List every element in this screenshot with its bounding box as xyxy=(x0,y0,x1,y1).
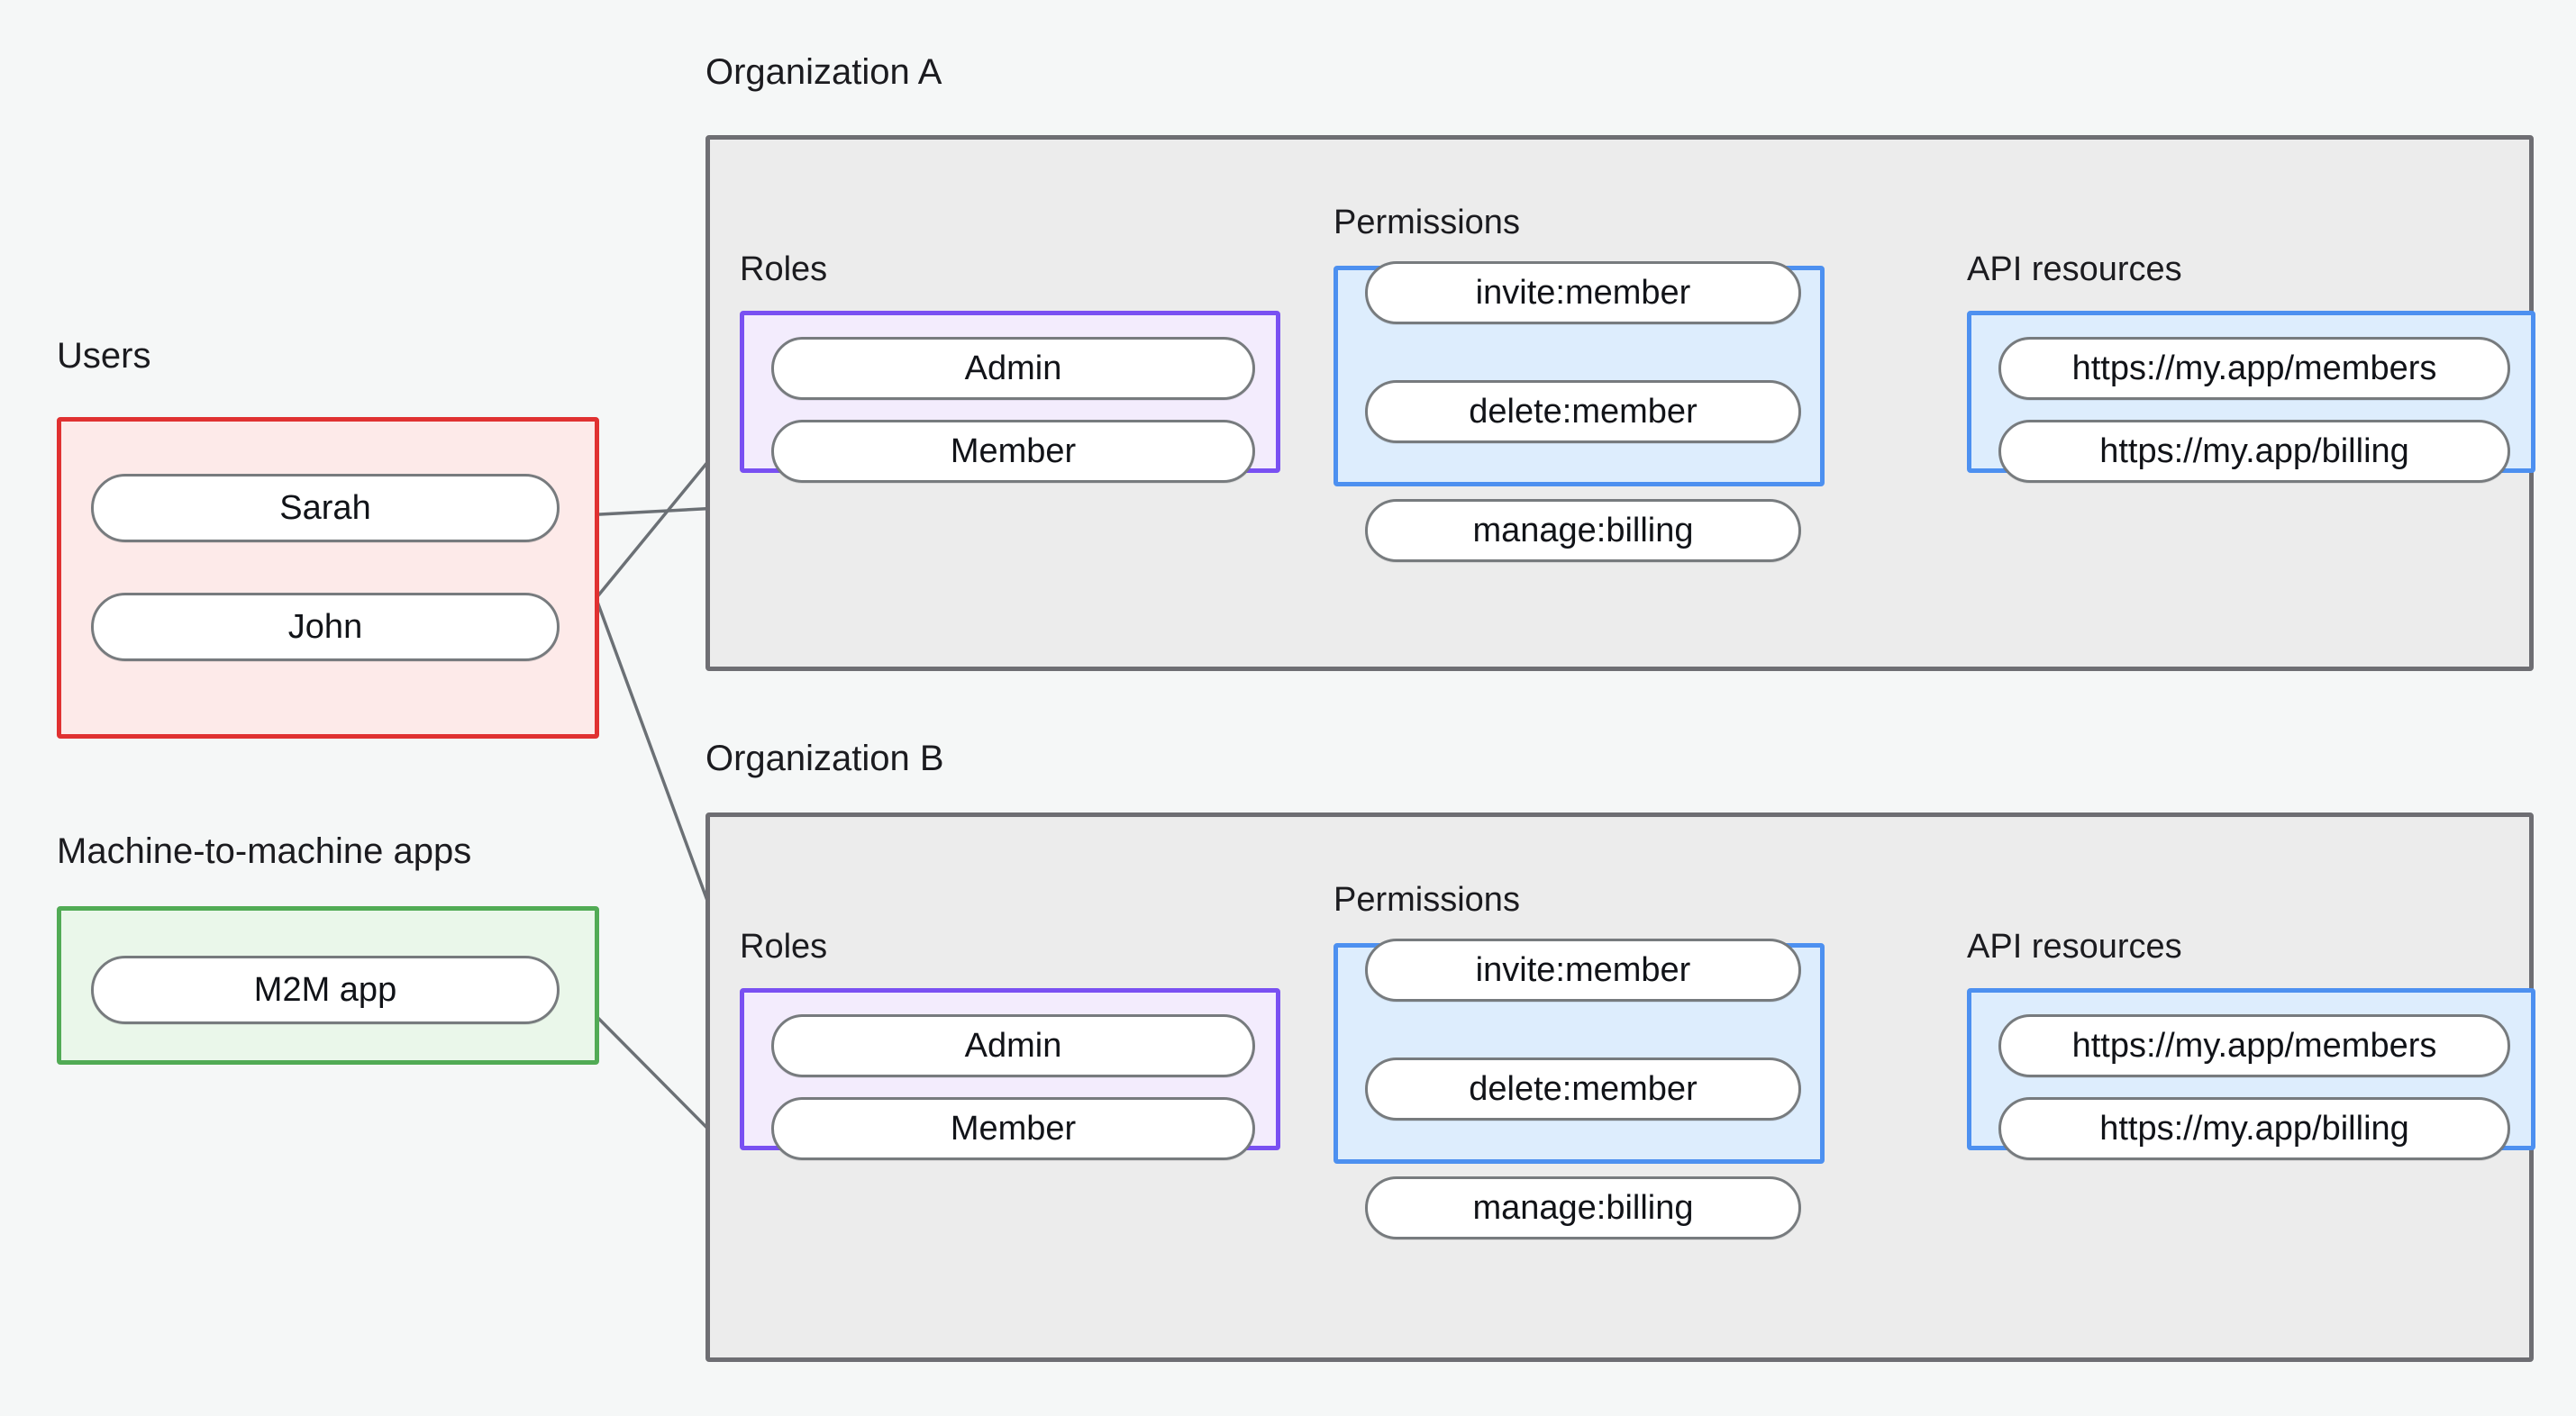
m2m-caption: Machine-to-machine apps xyxy=(57,831,472,871)
org-a-caption: Organization A xyxy=(705,52,942,92)
user-node-sarah[interactable]: Sarah xyxy=(91,474,560,542)
org-b-permissions-group: invite:member delete:member manage:billi… xyxy=(1334,939,1825,1239)
org-b-roles-caption: Roles xyxy=(740,928,828,966)
org-b-api-caption: API resources xyxy=(1967,928,2182,966)
org-b-role-admin[interactable]: Admin xyxy=(771,1014,1255,1077)
users-caption: Users xyxy=(57,336,151,376)
org-b-api-resource-members[interactable]: https://my.app/members xyxy=(1998,1014,2510,1077)
org-a-roles-group: Admin Member xyxy=(740,311,1280,483)
org-a-permission-manage-billing[interactable]: manage:billing xyxy=(1365,499,1801,562)
m2m-group: M2M app xyxy=(57,906,599,1065)
org-b-permissions-caption: Permissions xyxy=(1334,881,1520,919)
org-b-roles-group: Admin Member xyxy=(740,988,1280,1160)
org-a-permission-delete-member[interactable]: delete:member xyxy=(1365,380,1801,443)
organization-a-container: Roles Admin Member Permissions invite:me… xyxy=(705,135,2535,671)
org-a-permissions-group: invite:member delete:member manage:billi… xyxy=(1334,261,1825,562)
org-b-api-group: https://my.app/members https://my.app/bi… xyxy=(1967,988,2535,1160)
org-a-permission-invite-member[interactable]: invite:member xyxy=(1365,261,1801,324)
org-b-role-member[interactable]: Member xyxy=(771,1097,1255,1160)
org-a-role-admin[interactable]: Admin xyxy=(771,337,1255,400)
org-a-api-caption: API resources xyxy=(1967,250,2182,288)
org-b-api-resource-billing[interactable]: https://my.app/billing xyxy=(1998,1097,2510,1160)
organization-b-container: Roles Admin Member Permissions invite:me… xyxy=(705,812,2535,1362)
org-a-api-resource-members[interactable]: https://my.app/members xyxy=(1998,337,2510,400)
users-group: Sarah John xyxy=(57,417,599,739)
org-b-permission-manage-billing[interactable]: manage:billing xyxy=(1365,1176,1801,1239)
org-a-role-member[interactable]: Member xyxy=(771,420,1255,483)
user-node-john[interactable]: John xyxy=(91,593,560,661)
org-b-permission-invite-member[interactable]: invite:member xyxy=(1365,939,1801,1002)
org-b-caption: Organization B xyxy=(705,739,944,778)
org-a-api-group: https://my.app/members https://my.app/bi… xyxy=(1967,311,2535,483)
org-a-roles-caption: Roles xyxy=(740,250,828,288)
org-a-api-resource-billing[interactable]: https://my.app/billing xyxy=(1998,420,2510,483)
org-a-permissions-caption: Permissions xyxy=(1334,204,1520,241)
m2m-node-app[interactable]: M2M app xyxy=(91,956,560,1024)
org-b-permission-delete-member[interactable]: delete:member xyxy=(1365,1057,1801,1121)
